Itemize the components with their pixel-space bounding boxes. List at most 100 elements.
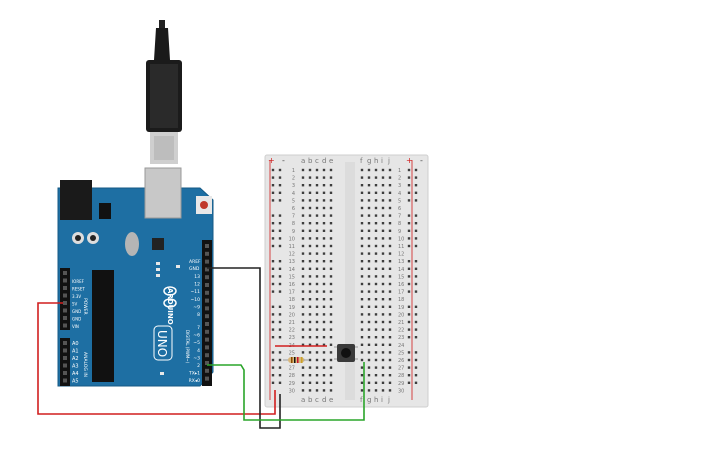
breadboard-hole[interactable] <box>367 168 371 172</box>
rail-hole[interactable] <box>414 267 418 270</box>
breadboard-hole[interactable] <box>360 206 364 210</box>
digital-pin[interactable] <box>205 251 209 256</box>
breadboard-hole[interactable] <box>301 313 305 316</box>
breadboard-hole[interactable] <box>301 267 305 270</box>
digital-pin[interactable] <box>205 290 209 295</box>
rail-hole[interactable] <box>414 351 418 354</box>
breadboard-hole[interactable] <box>301 305 305 308</box>
breadboard-hole[interactable] <box>388 229 392 232</box>
breadboard-hole[interactable] <box>329 313 333 316</box>
breadboard-hole[interactable] <box>308 336 312 339</box>
breadboard-hole[interactable] <box>322 358 326 362</box>
breadboard-hole[interactable] <box>374 199 378 202</box>
breadboard-hole[interactable] <box>329 389 333 392</box>
rail-hole[interactable] <box>414 381 418 384</box>
digital-pin[interactable] <box>205 322 209 326</box>
breadboard-hole[interactable] <box>381 351 385 354</box>
breadboard-hole[interactable] <box>388 244 392 248</box>
rail-hole[interactable] <box>414 328 418 331</box>
breadboard-hole[interactable] <box>367 313 371 316</box>
breadboard-hole[interactable] <box>329 176 333 179</box>
breadboard-hole[interactable] <box>301 252 305 255</box>
breadboard-hole[interactable] <box>381 313 385 316</box>
breadboard-hole[interactable] <box>329 328 333 331</box>
breadboard-hole[interactable] <box>308 282 312 286</box>
breadboard-hole[interactable] <box>360 298 364 301</box>
breadboard-hole[interactable] <box>374 313 378 316</box>
digital-pin[interactable] <box>205 259 209 264</box>
breadboard-hole[interactable] <box>374 168 378 172</box>
rail-hole[interactable] <box>271 260 275 263</box>
breadboard-hole[interactable] <box>322 336 326 339</box>
digital-pin[interactable] <box>205 283 209 287</box>
arduino-board[interactable]: ARDUINO UNO AREF GND 1312~11~10~987~6~54… <box>57 167 214 387</box>
breadboard-hole[interactable] <box>322 381 326 384</box>
breadboard-hole[interactable] <box>388 366 392 369</box>
breadboard-hole[interactable] <box>367 260 371 263</box>
breadboard-hole[interactable] <box>301 282 305 286</box>
breadboard-hole[interactable] <box>367 275 371 278</box>
breadboard-hole[interactable] <box>367 290 371 293</box>
rail-hole[interactable] <box>278 320 282 324</box>
breadboard-hole[interactable] <box>308 206 312 210</box>
breadboard-hole[interactable] <box>388 305 392 308</box>
breadboard-hole[interactable] <box>308 222 312 225</box>
push-button[interactable] <box>334 344 358 362</box>
breadboard-hole[interactable] <box>315 381 319 384</box>
breadboard-hole[interactable] <box>301 381 305 384</box>
rail-hole[interactable] <box>271 351 275 354</box>
breadboard-hole[interactable] <box>315 237 319 240</box>
breadboard-hole[interactable] <box>315 343 319 346</box>
breadboard-hole[interactable] <box>329 199 333 202</box>
rail-hole[interactable] <box>278 191 282 194</box>
breadboard-hole[interactable] <box>374 229 378 232</box>
breadboard-hole[interactable] <box>308 351 312 354</box>
breadboard-hole[interactable] <box>381 381 385 384</box>
breadboard-hole[interactable] <box>308 252 312 255</box>
breadboard-hole[interactable] <box>329 290 333 293</box>
breadboard-hole[interactable] <box>308 260 312 263</box>
breadboard-hole[interactable] <box>360 351 364 354</box>
breadboard-hole[interactable] <box>329 351 333 354</box>
digital-pin[interactable] <box>205 314 209 319</box>
breadboard-hole[interactable] <box>308 298 312 301</box>
breadboard-hole[interactable] <box>381 184 385 187</box>
rail-hole[interactable] <box>278 184 282 187</box>
rail-hole[interactable] <box>278 358 282 362</box>
rail-hole[interactable] <box>271 214 275 217</box>
rail-hole[interactable] <box>414 214 418 217</box>
rail-hole[interactable] <box>407 366 411 369</box>
rail-hole[interactable] <box>271 275 275 278</box>
breadboard-hole[interactable] <box>367 381 371 384</box>
breadboard-hole[interactable] <box>315 267 319 270</box>
breadboard-hole[interactable] <box>367 184 371 187</box>
breadboard-hole[interactable] <box>360 267 364 270</box>
breadboard-hole[interactable] <box>374 336 378 339</box>
rail-hole[interactable] <box>407 305 411 308</box>
rail-hole[interactable] <box>414 374 418 377</box>
rail-hole[interactable] <box>407 237 411 240</box>
rail-hole[interactable] <box>407 267 411 270</box>
breadboard-hole[interactable] <box>308 366 312 369</box>
breadboard-hole[interactable] <box>322 229 326 232</box>
breadboard-hole[interactable] <box>301 214 305 217</box>
breadboard-hole[interactable] <box>388 298 392 301</box>
breadboard-hole[interactable] <box>388 191 392 194</box>
power-pin[interactable] <box>63 286 67 290</box>
breadboard-hole[interactable] <box>329 206 333 210</box>
breadboard-hole[interactable] <box>322 191 326 194</box>
rail-hole[interactable] <box>407 222 411 225</box>
rail-hole[interactable] <box>414 366 418 369</box>
rail-hole[interactable] <box>278 237 282 240</box>
breadboard-hole[interactable] <box>360 320 364 324</box>
breadboard-hole[interactable] <box>381 199 385 202</box>
breadboard-hole[interactable] <box>374 290 378 293</box>
breadboard-hole[interactable] <box>360 374 364 377</box>
rail-hole[interactable] <box>407 275 411 278</box>
breadboard-hole[interactable] <box>329 214 333 217</box>
breadboard-hole[interactable] <box>374 244 378 248</box>
breadboard-hole[interactable] <box>322 275 326 278</box>
breadboard-hole[interactable] <box>315 191 319 194</box>
breadboard-hole[interactable] <box>388 290 392 293</box>
